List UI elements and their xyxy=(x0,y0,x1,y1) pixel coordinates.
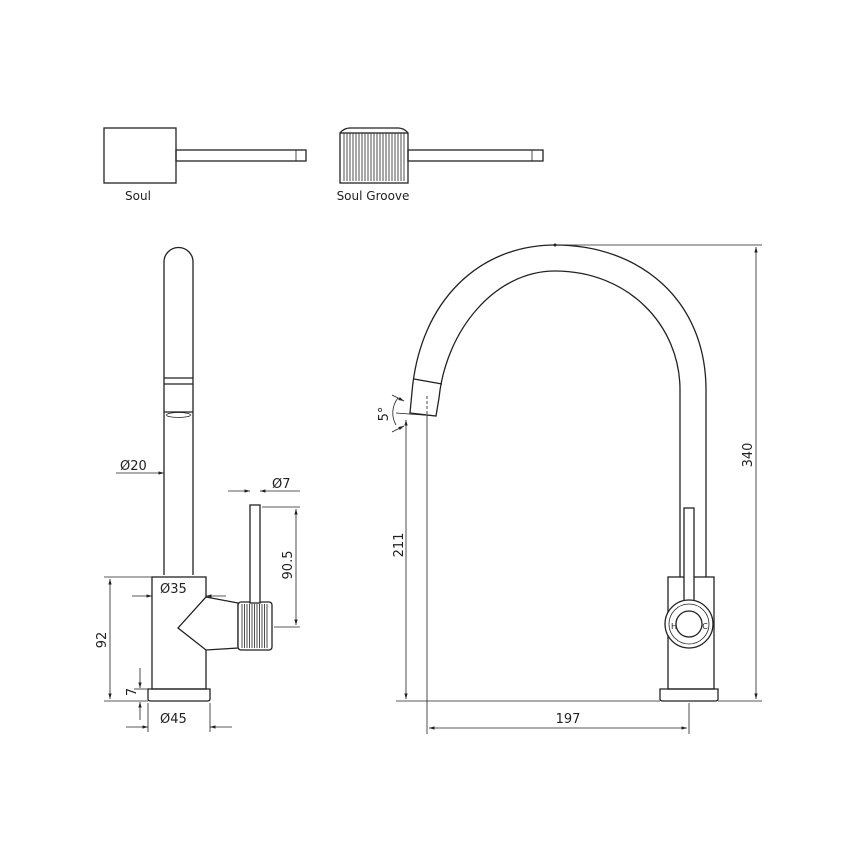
side-base xyxy=(147,688,211,702)
dim-outlet-height: 211 xyxy=(392,533,407,558)
dim-handle-length: 90.5 xyxy=(281,551,296,580)
dim-body-height: 92 xyxy=(95,632,110,649)
variant-soul: Soul xyxy=(103,127,307,203)
side-knob-grooves xyxy=(241,604,268,648)
groove-lines xyxy=(343,133,405,181)
soul-handle-head xyxy=(103,127,177,184)
dim-spout-diameter: Ø20 xyxy=(120,459,147,474)
dim-body-diameter: Ø35 xyxy=(160,582,187,597)
variant-soul-groove-label: Soul Groove xyxy=(337,189,410,203)
soul-handle-lever xyxy=(175,149,307,162)
hot-mark: H xyxy=(671,622,677,631)
dim-total-height: 340 xyxy=(741,443,756,468)
front-handle-lever xyxy=(683,507,695,611)
dim-handle-diameter: Ø7 xyxy=(272,477,291,492)
front-spout xyxy=(411,244,707,577)
dim-base-height: 7 xyxy=(125,688,140,696)
side-spout xyxy=(163,246,194,575)
cold-mark: C xyxy=(702,622,708,631)
variant-soul-label: Soul xyxy=(125,189,151,203)
front-handle-knob xyxy=(664,599,714,649)
front-base xyxy=(659,688,719,702)
side-view: Ø20 Ø7 90.5 Ø35 92 7 Ø45 xyxy=(95,246,300,732)
variant-soul-groove: Soul Groove xyxy=(337,127,544,203)
dim-base-diameter: Ø45 xyxy=(160,712,187,727)
dim-reach: 197 xyxy=(556,712,581,727)
groove-handle-lever xyxy=(407,149,544,162)
side-handle-lever xyxy=(249,504,261,604)
dim-outlet-angle: 5° xyxy=(377,407,392,422)
front-view: H C 5° 211 340 197 xyxy=(377,243,762,734)
